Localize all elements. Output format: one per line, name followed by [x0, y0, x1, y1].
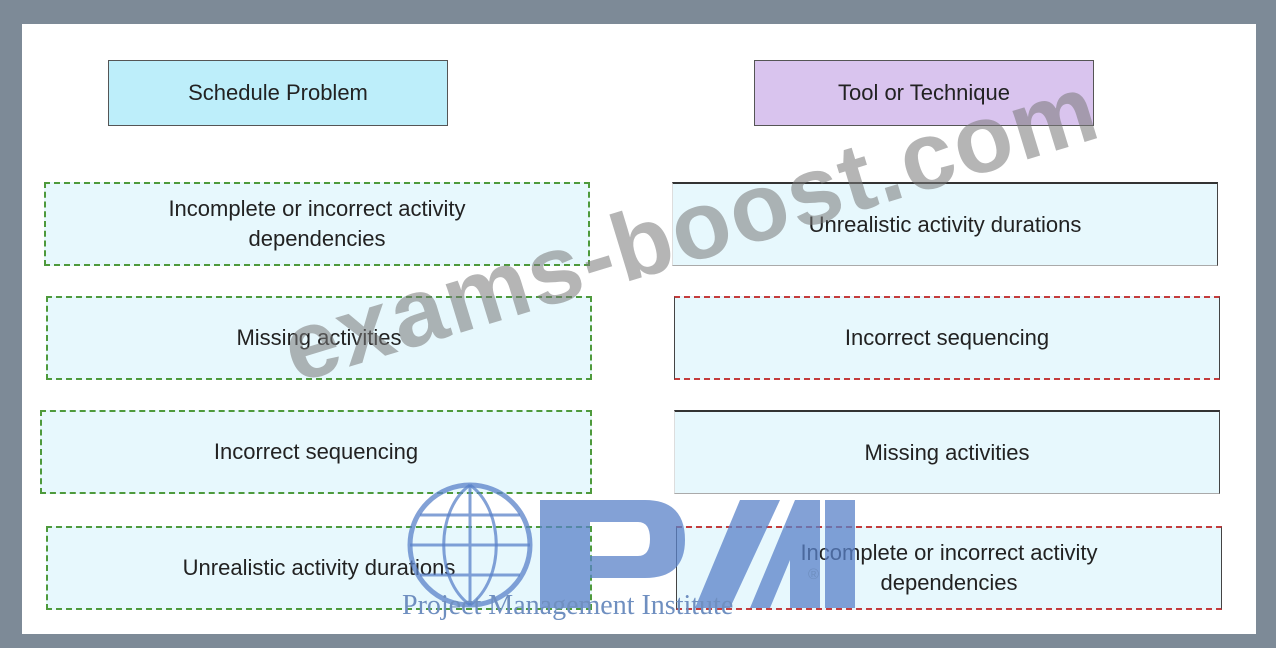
- left-item-1-line-1: Incomplete or incorrect activity: [168, 196, 466, 222]
- right-item-incorrect-sequencing[interactable]: Incorrect sequencing: [674, 296, 1220, 380]
- left-item-2-label: Missing activities: [236, 325, 402, 351]
- right-item-3-label: Missing activities: [864, 439, 1030, 465]
- registered-mark: ®: [808, 566, 820, 583]
- schedule-problem-header: Schedule Problem: [108, 60, 448, 126]
- right-item-1-label: Unrealistic activity durations: [808, 211, 1082, 237]
- left-item-dependencies[interactable]: Incomplete or incorrect activity depende…: [44, 182, 590, 266]
- left-item-missing-activities[interactable]: Missing activities: [46, 296, 592, 380]
- right-item-missing-activities[interactable]: Missing activities: [674, 410, 1220, 494]
- left-item-3-label: Incorrect sequencing: [213, 439, 419, 465]
- right-item-2-label: Incorrect sequencing: [844, 325, 1050, 351]
- left-item-1-line-2: dependencies: [248, 226, 386, 251]
- tool-technique-header: Tool or Technique: [754, 60, 1094, 126]
- right-item-unrealistic-durations[interactable]: Unrealistic activity durations: [672, 182, 1218, 266]
- pmi-globe-logo-icon: [407, 482, 855, 608]
- right-item-4-line-2: dependencies: [880, 570, 1018, 595]
- left-item-incorrect-sequencing[interactable]: Incorrect sequencing: [40, 410, 592, 494]
- pmi-wordmark: Project Management Institute: [402, 590, 734, 621]
